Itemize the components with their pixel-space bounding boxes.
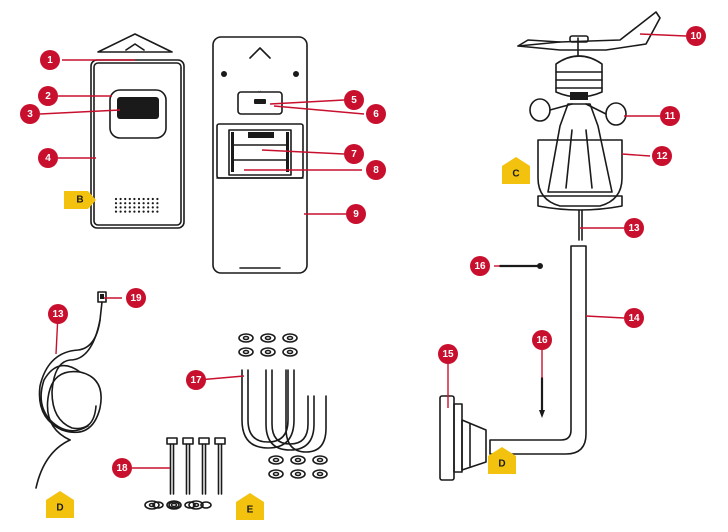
callout-c5: 5 [344,90,364,110]
tag-tD2: D [488,447,516,474]
u-bolts [241,369,327,453]
callout-circle [652,146,672,166]
callout-circle [48,304,68,324]
bolts [166,437,226,495]
tag-letter: D [498,459,505,470]
callout-number: 2 [45,91,51,102]
callout-c7: 7 [344,144,364,164]
callout-c13b: 13 [48,304,68,324]
callout-number: 1 [47,55,53,66]
callout-c4: 4 [38,148,58,168]
back-switch-label: +/− [257,89,263,94]
callout-number: 12 [656,151,668,162]
mounting-pole [489,245,587,455]
callout-c14: 14 [624,308,644,328]
callout-circle [438,344,458,364]
callout-number: 18 [116,463,128,474]
callout-circle [20,104,40,124]
screw-vertical [539,376,545,418]
callout-circle [344,90,364,110]
callout-c2: 2 [38,86,58,106]
tag-letter: E [247,505,254,516]
screw-horizontal [498,263,543,269]
callout-c16b: 16 [532,330,552,350]
tag-tD1: D [46,491,74,518]
callout-number: 14 [628,313,640,324]
callout-c17: 17 [186,370,206,390]
callout-c15: 15 [438,344,458,364]
callout-number: 13 [628,223,640,234]
sensor-front [90,33,185,229]
callout-number: 11 [665,111,676,122]
tag-letter: C [512,169,519,180]
callout-c11: 11 [660,106,680,126]
mounting-bracket [439,395,487,481]
callout-number: 13 [52,309,64,320]
tag-tB: B [64,191,96,209]
callout-circle [126,288,146,308]
callout-circle [112,458,132,478]
callout-c3: 3 [20,104,40,124]
tag-shape [488,447,516,474]
callout-number: 4 [45,153,51,164]
callout-circle [624,218,644,238]
letter-tags: B C D D E [46,157,530,520]
callout-circle [346,204,366,224]
callout-circle [624,308,644,328]
callout-number: 19 [130,293,142,304]
callout-circle [186,370,206,390]
callout-number: 9 [353,209,359,220]
tag-tE: E [236,493,264,520]
callout-c1: 1 [40,50,60,70]
callout-number: 16 [536,335,548,346]
callout-circle [532,330,552,350]
sensor-back: +/− [212,36,308,274]
tag-shape [236,493,264,520]
callout-number: 15 [442,349,454,360]
tag-letter: D [56,503,63,514]
cable-coil [35,291,107,489]
callout-circle [366,104,386,124]
callout-number: 17 [190,375,202,386]
callout-number: 6 [373,109,379,120]
callout-c8: 8 [366,160,386,180]
callout-number: 10 [690,31,702,42]
callout-circle [38,86,58,106]
tag-shape [502,157,530,184]
tag-shape [46,491,74,518]
callout-c10: 10 [686,26,706,46]
callout-circle [344,144,364,164]
callout-circle [686,26,706,46]
callout-number: 16 [474,261,486,272]
callout-c12: 12 [652,146,672,166]
callout-circle [660,106,680,126]
callout-number: 8 [373,165,379,176]
callout-number: 7 [351,149,357,160]
callout-number: 5 [351,95,357,106]
nuts-and-washers [144,333,328,510]
callout-leaders [39,33,687,469]
callout-circle [470,256,490,276]
callout-circle [38,148,58,168]
anemometer-assembly [517,11,661,241]
callout-number: 3 [27,109,33,120]
callout-circle [40,50,60,70]
callout-c18: 18 [112,458,132,478]
tag-shape [64,191,96,209]
speaker-grille [114,197,159,213]
tag-letter: B [76,195,83,206]
callout-c6: 6 [366,104,386,124]
callout-circle [366,160,386,180]
callout-c16a: 16 [470,256,490,276]
callout-c13a: 13 [624,218,644,238]
callout-c9: 9 [346,204,366,224]
tag-tC: C [502,157,530,184]
callout-c19: 19 [126,288,146,308]
